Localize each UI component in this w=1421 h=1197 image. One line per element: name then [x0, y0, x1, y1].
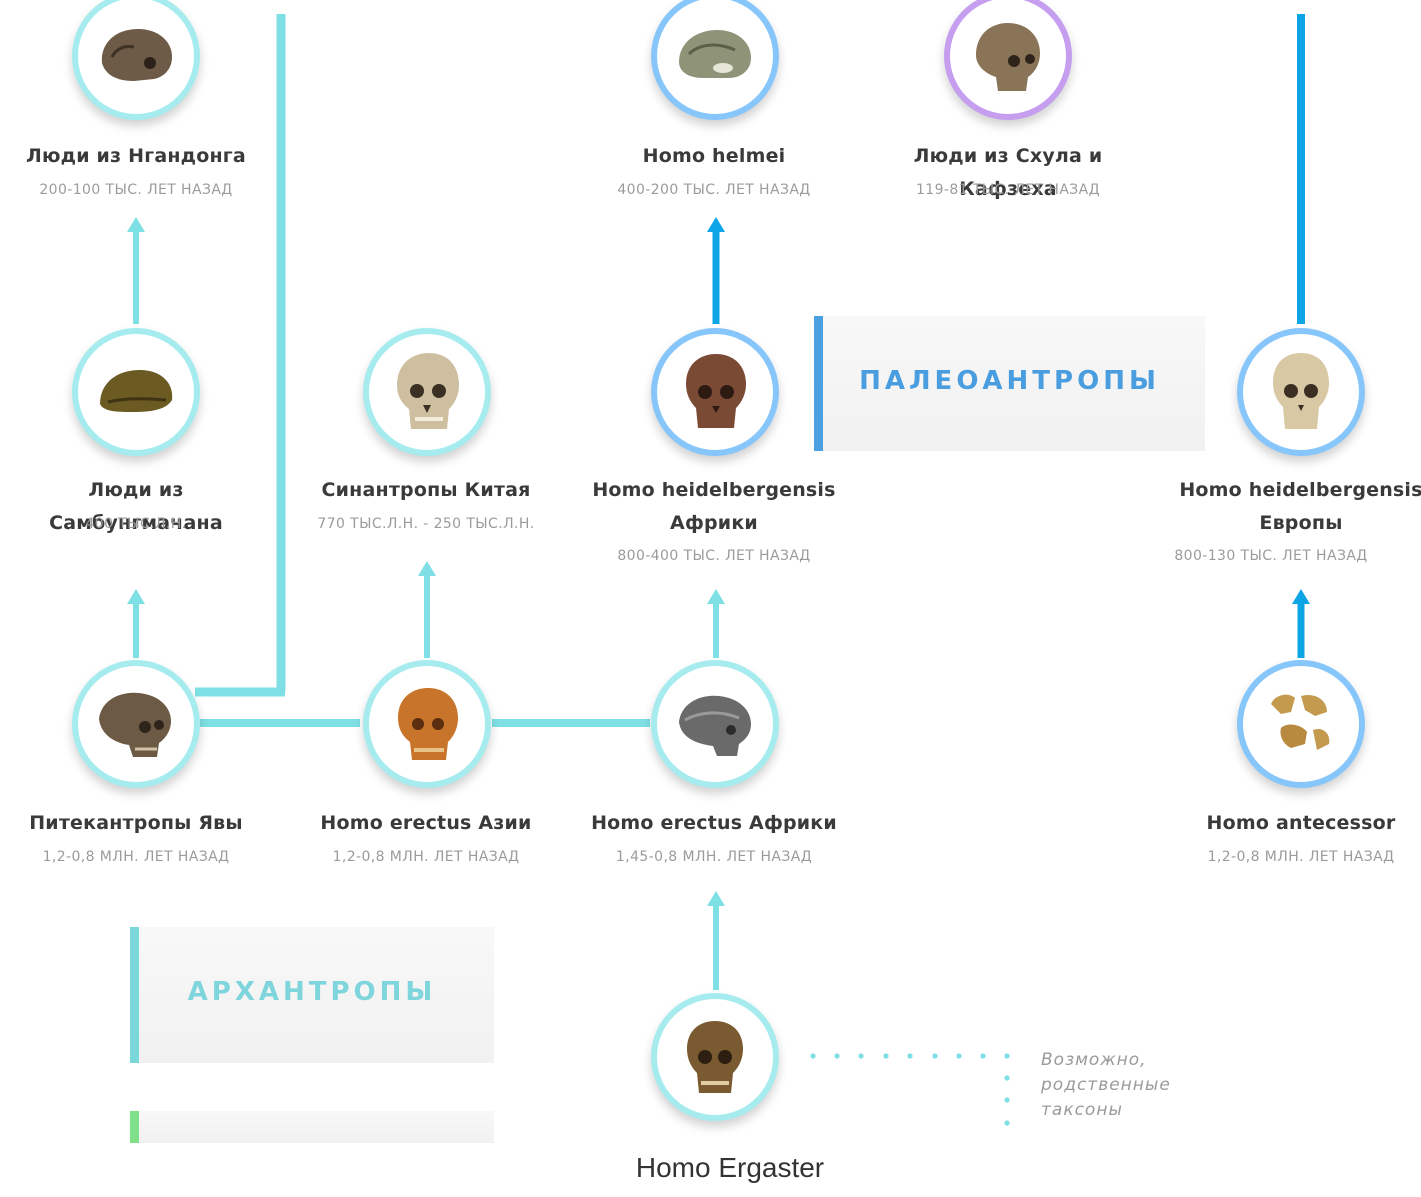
skhul-qafzeh-node[interactable] — [944, 0, 1072, 120]
legend-line: родственные — [1041, 1075, 1171, 1095]
sambungmacan-date: 400 ТЫС.Л.Н. — [85, 516, 187, 532]
heidelbergensis-europe-node[interactable] — [1237, 328, 1365, 456]
third-group — [130, 1111, 494, 1143]
skull-icon — [101, 29, 172, 81]
skhul-qafzeh-date: 119-81 ТЫС. ЛЕТ НАЗАД — [916, 182, 1100, 198]
arrow-up-icon — [1292, 589, 1310, 658]
skull-icon — [1273, 353, 1329, 429]
java-name: Питекантропы Явы — [29, 812, 243, 834]
sinanthropus-name: Синантропы Китая — [321, 479, 531, 501]
sinanthropus-node[interactable] — [363, 328, 491, 456]
erectus-asia-node[interactable] — [363, 660, 491, 788]
skull-icon — [679, 695, 751, 756]
helmei-node[interactable] — [651, 0, 779, 120]
legend-text: Возможно, родственные таксоны — [1041, 1048, 1221, 1123]
skull-icon — [397, 353, 459, 429]
java-date: 1,2-0,8 МЛН. ЛЕТ НАЗАД — [42, 849, 230, 865]
java-node[interactable] — [72, 660, 200, 788]
name-line2: Европы — [1259, 512, 1343, 534]
skull-icon — [1271, 694, 1330, 750]
heidelbergensis-europe-date: 800-130 ТЫС. ЛЕТ НАЗАД — [1174, 548, 1368, 564]
arrow-up-icon — [707, 891, 725, 990]
skull-icon — [398, 688, 458, 760]
erectus-africa-name: Homo erectus Африки — [591, 812, 837, 834]
antecessor-name: Homo antecessor — [1206, 812, 1396, 834]
ngandong-date: 200-100 ТЫС. ЛЕТ НАЗАД — [39, 182, 233, 198]
heidelbergensis-africa-node[interactable] — [651, 328, 779, 456]
archanthropes-group: АРХАНТРОПЫ — [130, 927, 494, 1063]
legend-line: Возможно, — [1041, 1050, 1147, 1070]
group-accent-bar — [814, 316, 823, 451]
sambungmacan-name: Люди из Самбунгмачана — [49, 479, 223, 534]
erectus-africa-node[interactable] — [651, 660, 779, 788]
arrow-up-icon — [127, 589, 145, 658]
arrow-up-icon — [707, 217, 725, 324]
arrow-up-icon — [127, 217, 145, 324]
caption: Homo Ergaster — [635, 1152, 825, 1183]
skull-icon — [976, 23, 1040, 91]
heidelbergensis-africa-name: Homo heidelbergensis Африки — [584, 474, 844, 540]
helmei-date: 400-200 ТЫС. ЛЕТ НАЗАД — [617, 182, 811, 198]
sambungmacan-node[interactable] — [72, 328, 200, 456]
skull-icon — [679, 30, 751, 78]
skull-icon — [687, 1021, 743, 1093]
erectus-africa-date: 1,45-0,8 МЛН. ЛЕТ НАЗАД — [615, 849, 813, 865]
name-line2: Африки — [670, 512, 758, 534]
paleoanthropes-label: ПАЛЕОАНТРОПЫ — [859, 366, 1160, 396]
skull-icon — [100, 370, 173, 412]
dotted-legend-line — [810, 1053, 1010, 1126]
skull-icon — [686, 354, 746, 428]
erectus-asia-name: Homo erectus Азии — [320, 812, 532, 834]
archanthropes-label: АРХАНТРОПЫ — [187, 977, 437, 1007]
arrow-up-icon — [418, 561, 436, 658]
skull-icon — [99, 692, 171, 757]
skhul-qafzeh-name: Люди из Схула и Кафзеха — [913, 145, 1103, 200]
antecessor-date: 1,2-0,8 МЛН. ЛЕТ НАЗАД — [1207, 849, 1395, 865]
legend-line: таксоны — [1041, 1100, 1123, 1120]
sinanthropus-date: 770 ТЫС.Л.Н. - 250 ТЫС.Л.Н. — [317, 516, 535, 532]
arrow-up-icon — [707, 589, 725, 658]
helmei-name: Homo helmei — [642, 145, 786, 167]
antecessor-node[interactable] — [1237, 660, 1365, 788]
name-line1: Homo heidelbergensis — [592, 479, 836, 501]
erectus-asia-date: 1,2-0,8 МЛН. ЛЕТ НАЗАД — [332, 849, 520, 865]
paleoanthropes-group: ПАЛЕОАНТРОПЫ — [814, 316, 1205, 451]
ergaster-node[interactable] — [651, 993, 779, 1121]
heidelbergensis-europe-name: Homo heidelbergensis Европы — [1171, 474, 1421, 540]
ngandong-name: Люди из Нгандонга — [26, 145, 246, 167]
group-accent-bar — [130, 1111, 139, 1143]
name-line1: Homo heidelbergensis — [1179, 479, 1421, 501]
group-accent-bar — [130, 927, 139, 1063]
heidelbergensis-africa-date: 800-400 ТЫС. ЛЕТ НАЗАД — [617, 548, 811, 564]
ngandong-node[interactable] — [72, 0, 200, 120]
